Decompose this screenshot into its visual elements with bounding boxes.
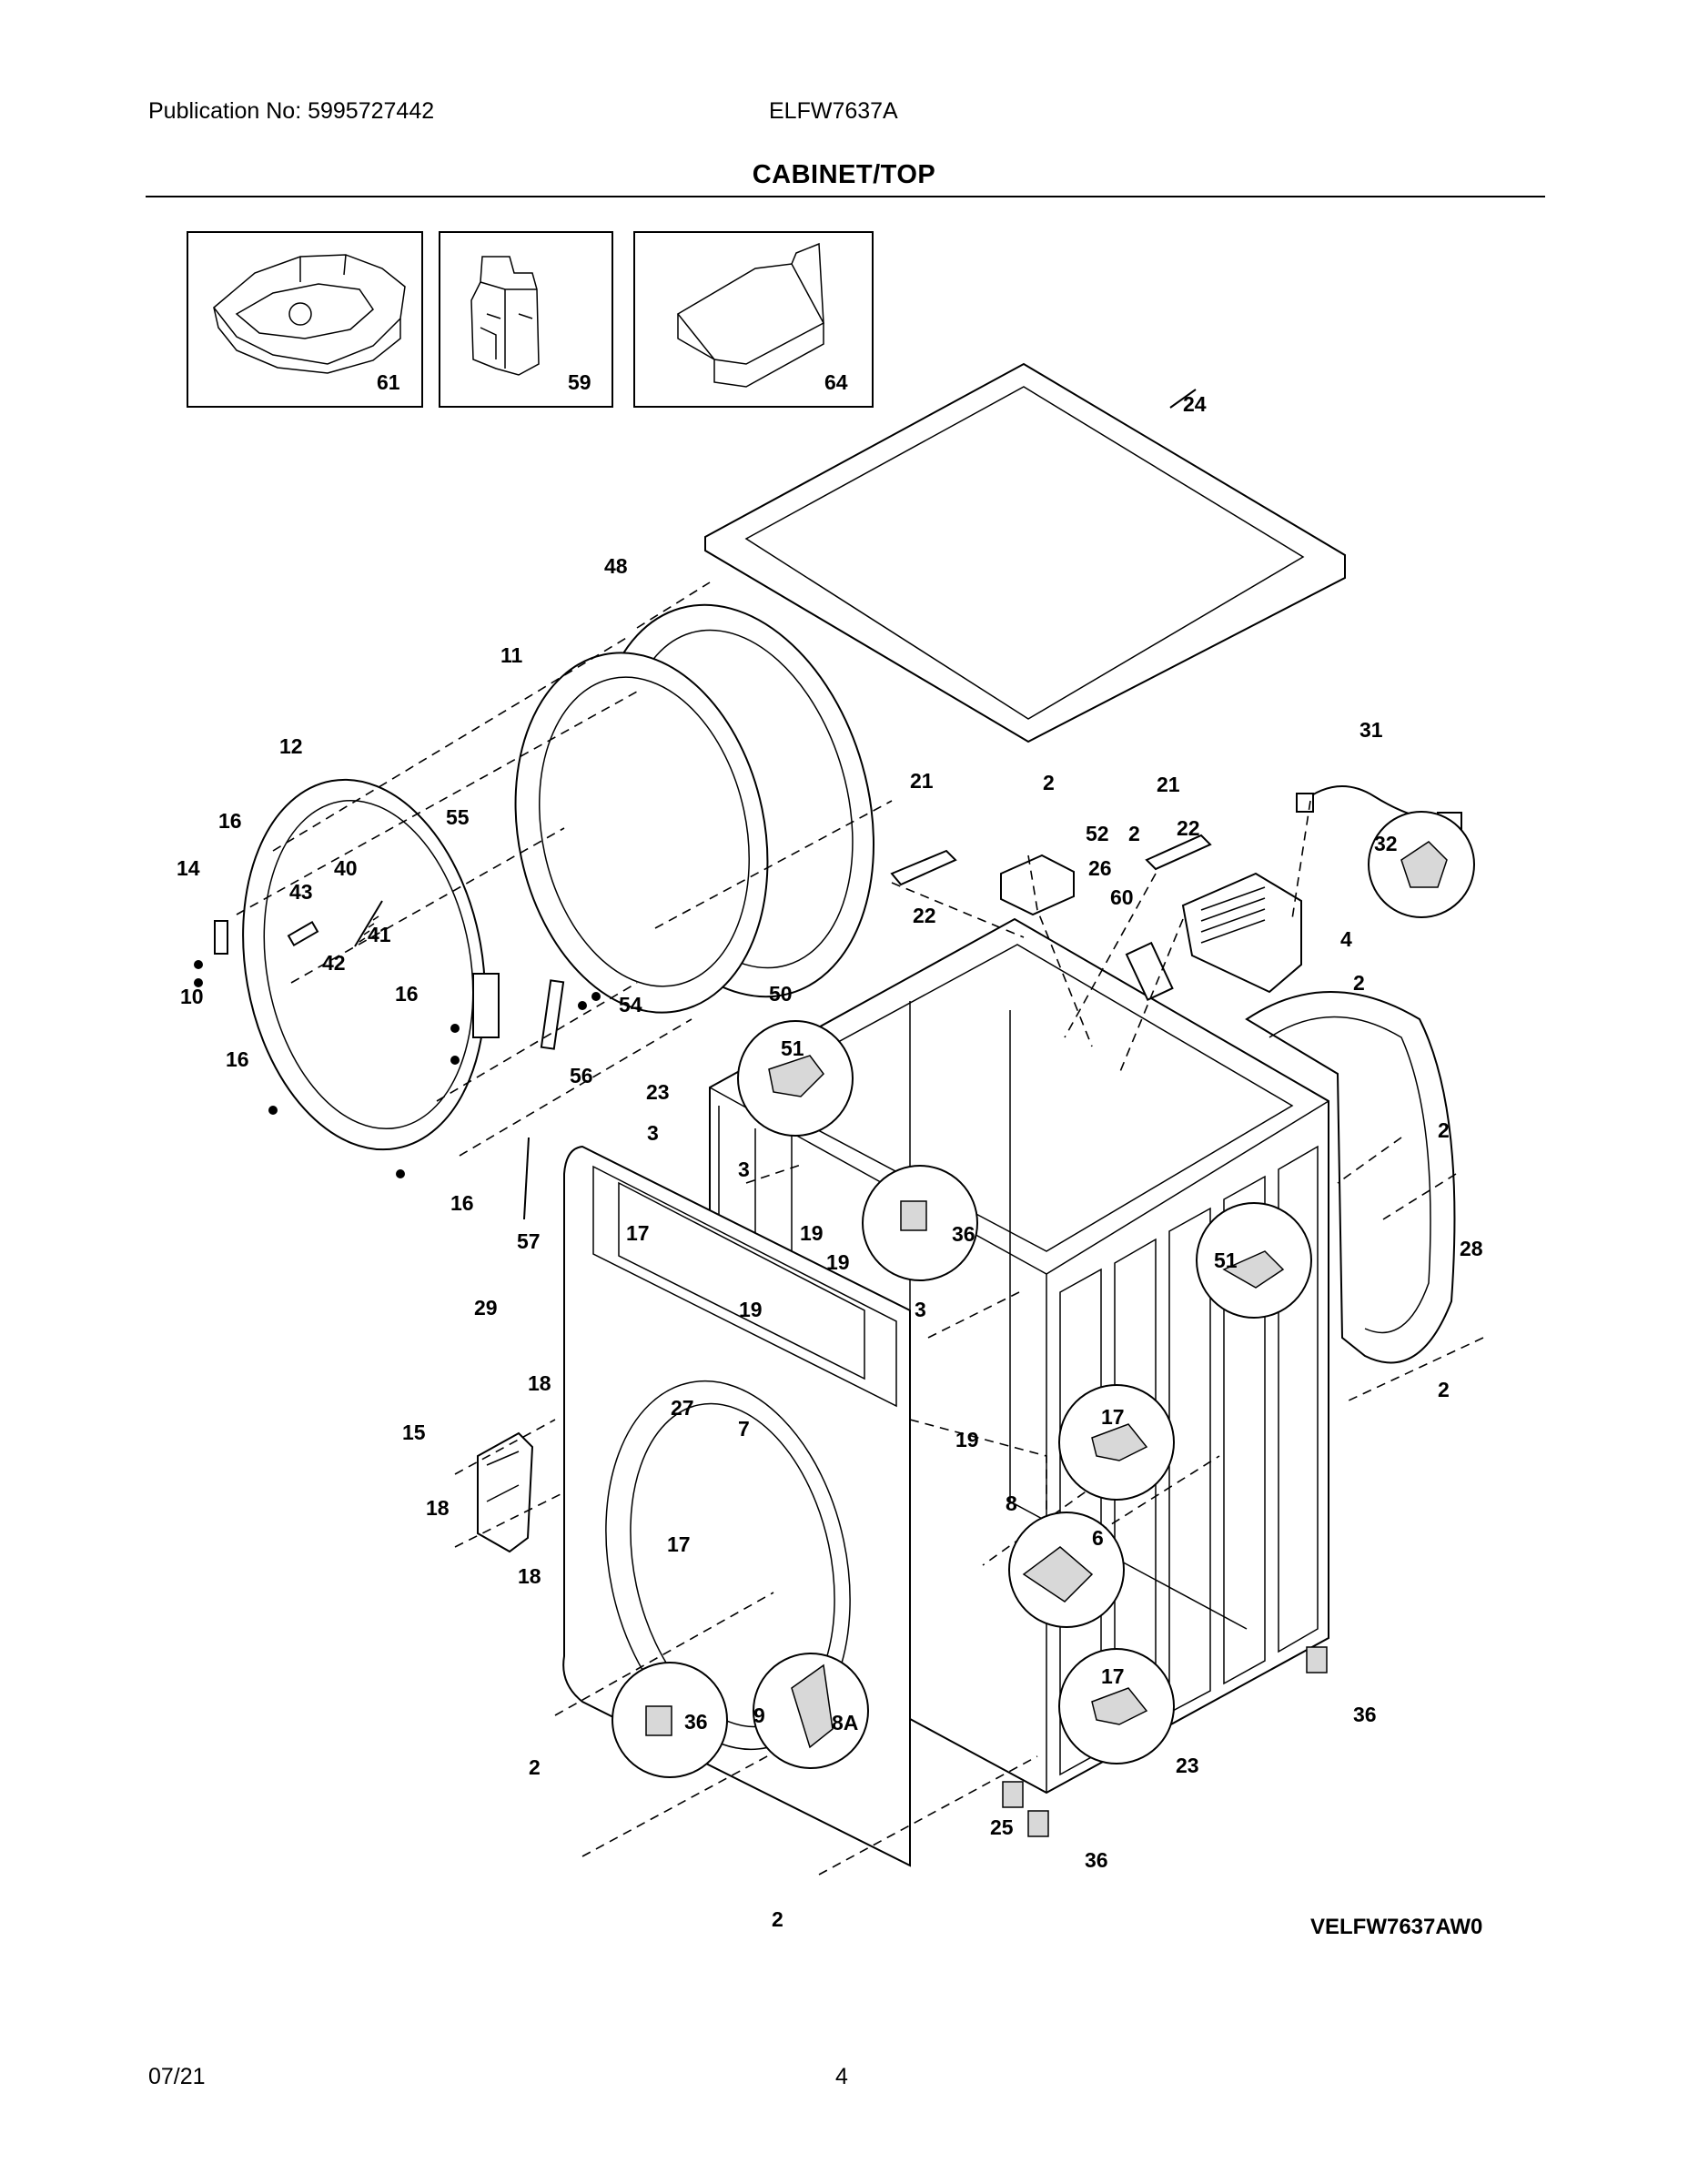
inset-box-59: 59 [439,231,613,408]
callout: 2 [1043,771,1055,794]
callout: 6 [1092,1526,1104,1550]
callout: 26 [1088,856,1112,880]
part-inner-door-ring [242,778,565,1220]
part-top-panel [704,362,1346,743]
callout: 16 [450,1191,474,1215]
callout: 23 [646,1080,670,1104]
callout: 10 [180,985,204,1008]
callout: 2 [529,1755,541,1779]
callout-labels: 24 48 11 12 16 55 14 40 43 41 42 10 16 1… [177,392,1483,1931]
callout: 15 [402,1421,426,1444]
part-rear-panel [1245,991,1456,1364]
callout: 18 [528,1371,551,1395]
callout: 23 [1176,1754,1199,1777]
callout: 2 [1438,1118,1450,1142]
page-number: 4 [835,2064,848,2089]
inset-box-64: 64 [633,231,874,408]
callout: 16 [218,809,242,833]
callout: 17 [1101,1405,1125,1429]
callout: 28 [1460,1237,1483,1260]
callout: 57 [517,1229,541,1253]
callout: 17 [1101,1664,1125,1688]
left-hardware [194,900,601,1178]
leveling-feet [1002,1646,1328,1837]
section-title: CABINET/TOP [752,160,936,189]
callout: 16 [226,1047,249,1071]
callout: 2 [772,1907,783,1931]
callout: 42 [322,951,346,975]
callout: 2 [1353,971,1365,995]
callout: 50 [769,982,793,1006]
callout: 21 [1157,773,1180,796]
callout: 19 [955,1428,979,1451]
callout: 60 [1110,885,1134,909]
callout: 11 [500,643,523,667]
callout: 36 [684,1710,708,1734]
callout: 12 [279,734,303,758]
callout: 56 [570,1064,593,1087]
callout: 52 [1086,822,1109,845]
callout: 51 [1214,1249,1238,1272]
drawing-code: VELFW7637AW0 [1310,1915,1483,1939]
part-door-latch-bracket [477,1431,534,1553]
part-brackets-22 [890,834,1212,886]
callout: 27 [671,1396,694,1420]
callout: 19 [826,1250,850,1274]
part-control-board [1181,872,1302,994]
publication-date: 07/21 [148,2064,206,2089]
part-60 [1125,941,1174,1002]
callout: 54 [619,993,642,1016]
callout: 2 [1128,822,1140,845]
callout: 14 [177,856,200,880]
callout: 7 [738,1417,750,1441]
callout: 31 [1359,718,1383,742]
callout: 21 [910,769,934,793]
detail-circles [612,811,1475,1778]
callout: 8 [1006,1491,1017,1515]
header-rule [146,196,1545,197]
callout: 40 [334,856,358,880]
callout: 41 [368,923,391,946]
callout: 17 [626,1221,650,1245]
callout: 19 [739,1298,763,1321]
inset-label: 59 [568,370,591,394]
callout: 29 [474,1296,498,1320]
callout: 17 [667,1532,691,1556]
part-door-glass [514,652,769,1014]
callout: 51 [781,1036,804,1060]
callout: 25 [990,1815,1014,1839]
part-filter-box [1000,854,1075,916]
callout: 8A [832,1711,858,1734]
inset-box-61: 61 [187,231,423,408]
callout: 24 [1183,392,1207,416]
publication-number: Publication No: 5995727442 [148,98,435,124]
callout: 4 [1340,927,1352,951]
dashed-leader-lines [236,581,1484,1876]
callout: 19 [800,1221,824,1245]
inset-label: 64 [824,370,848,394]
callout: 16 [395,982,419,1006]
callout: 43 [289,880,313,904]
callout: 9 [753,1704,765,1727]
callout: 22 [913,904,936,927]
callout: 36 [952,1222,975,1246]
inset-label: 61 [377,370,400,394]
callout: 18 [426,1496,450,1520]
callout: 3 [915,1298,926,1321]
callout: 3 [647,1121,659,1145]
callout: 48 [604,554,628,578]
callout: 36 [1353,1703,1377,1726]
callout: 36 [1085,1848,1108,1872]
callout: 3 [738,1158,750,1181]
callout: 2 [1438,1378,1450,1401]
callout: 55 [446,805,470,829]
model-number: ELFW7637A [769,98,898,124]
callout: 22 [1177,816,1200,840]
callout: 32 [1374,832,1398,855]
callout: 18 [518,1564,541,1588]
